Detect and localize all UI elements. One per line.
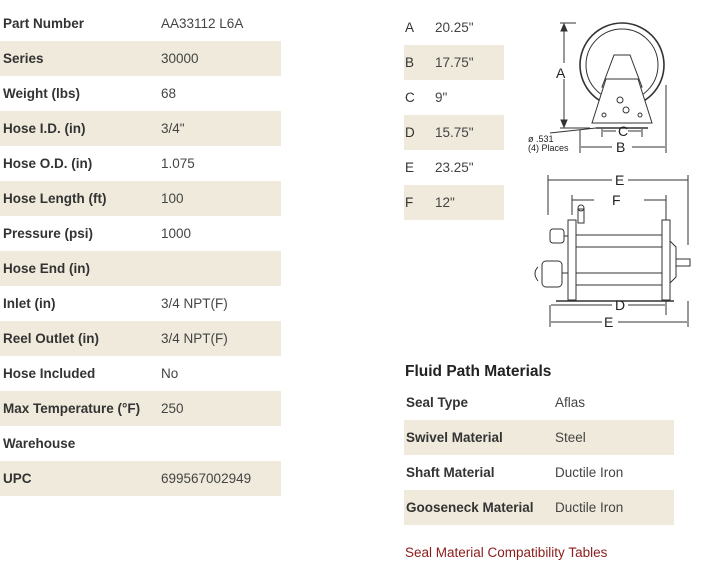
spec-row-upc: UPC 699567002949 (0, 461, 281, 496)
spec-row-reel-outlet: Reel Outlet (in) 3/4 NPT(F) (0, 321, 281, 356)
dimensions-table: A 20.25" B 17.75" C 9" D 15.75" E 23.25" F 12" (404, 10, 504, 220)
spec-label: Inlet (in) (3, 296, 56, 311)
spec-value: No (161, 366, 179, 381)
spec-row-hose-od: Hose O.D. (in) 1.075 (0, 146, 281, 181)
dim-value: 17.75" (435, 55, 474, 70)
spec-value: 1.075 (161, 156, 195, 171)
fluid-label: Seal Type (406, 395, 469, 410)
dim-row-a: A 20.25" (404, 10, 504, 45)
side-view (534, 175, 691, 327)
spec-label: UPC (3, 471, 32, 486)
dim-row-c: C 9" (404, 80, 504, 115)
label-a: A (556, 65, 566, 81)
spec-row-max-temperature: Max Temperature (°F) 250 (0, 391, 281, 426)
spec-label: Part Number (3, 16, 85, 31)
dim-value: 12" (435, 195, 455, 210)
spec-label: Hose O.D. (in) (3, 156, 93, 171)
spec-label: Reel Outlet (in) (3, 331, 100, 346)
fluid-row-seal-type: Seal Type Aflas (404, 385, 674, 420)
fluid-label: Gooseneck Material (406, 500, 534, 515)
dim-row-e: E 23.25" (404, 150, 504, 185)
spec-label: Series (3, 51, 44, 66)
spec-row-series: Series 30000 (0, 41, 281, 76)
spec-row-part-number: Part Number AA33112 L6A (0, 6, 281, 41)
fluid-value: Aflas (555, 395, 586, 410)
fluid-value: Ductile Iron (555, 465, 624, 480)
spec-row-inlet: Inlet (in) 3/4 NPT(F) (0, 286, 281, 321)
label-f: F (612, 192, 621, 208)
dim-row-d: D 15.75" (404, 115, 504, 150)
spec-value: 3/4 NPT(F) (161, 296, 228, 311)
fluid-label: Shaft Material (406, 465, 495, 480)
label-b: B (616, 139, 625, 155)
spec-value: 699567002949 (161, 471, 252, 486)
front-view (549, 22, 667, 153)
spec-value: 68 (161, 86, 177, 101)
fluid-value: Steel (555, 430, 586, 445)
spec-row-warehouse: Warehouse (0, 426, 281, 461)
spec-row-hose-end: Hose End (in) (0, 251, 281, 286)
spec-label: Hose I.D. (in) (3, 121, 86, 136)
dim-value: 15.75" (435, 125, 474, 140)
spec-label: Weight (lbs) (3, 86, 80, 101)
hole-note-diameter: ø .531 (528, 134, 554, 144)
spec-label: Hose Length (ft) (3, 191, 107, 206)
fluid-label: Swivel Material (406, 430, 503, 445)
dim-value: 20.25" (435, 20, 474, 35)
spec-row-hose-id: Hose I.D. (in) 3/4" (0, 111, 281, 146)
seal-material-compatibility-link[interactable]: Seal Material Compatibility Tables (405, 545, 608, 560)
fluid-path-materials-heading: Fluid Path Materials (405, 363, 552, 380)
fluid-row-swivel-material: Swivel Material Steel (404, 420, 674, 455)
spec-value: 3/4" (161, 121, 185, 136)
spec-label: Hose Included (3, 366, 96, 381)
fluid-path-materials-table: Seal Type Aflas Swivel Material Steel Shaf… (404, 385, 674, 525)
dim-letter: A (405, 20, 415, 35)
label-e-bottom: E (604, 314, 613, 330)
spec-value: 250 (161, 401, 184, 416)
spec-row-pressure: Pressure (psi) 1000 (0, 216, 281, 251)
spec-label: Warehouse (3, 436, 76, 451)
dim-letter: F (405, 195, 414, 210)
diagram-labels: A C B E F D E ø .531 (4) Places (528, 65, 628, 330)
dim-letter: C (405, 90, 415, 105)
dim-letter: D (405, 125, 415, 140)
spec-row-hose-included: Hose Included No (0, 356, 281, 391)
dim-value: 23.25" (435, 160, 474, 175)
dim-row-f: F 12" (404, 185, 504, 220)
spec-value: 1000 (161, 226, 192, 241)
dim-row-b: B 17.75" (404, 45, 504, 80)
hose-reel-dimension-diagram: A C B E F D E ø .531 (4) Places (528, 22, 691, 330)
spec-label: Hose End (in) (3, 261, 90, 276)
spec-value: 30000 (161, 51, 199, 66)
specifications-table: Part Number AA33112 L6A Series 30000 Weigh… (0, 6, 281, 496)
dim-letter: E (405, 160, 415, 175)
dim-letter: B (405, 55, 415, 70)
label-d: D (615, 297, 625, 313)
spec-row-hose-length: Hose Length (ft) 100 (0, 181, 281, 216)
dim-value: 9" (435, 90, 448, 105)
spec-value: 100 (161, 191, 184, 206)
spec-value: 3/4 NPT(F) (161, 331, 228, 346)
fluid-row-gooseneck-material: Gooseneck Material Ductile Iron (404, 490, 674, 525)
fluid-row-shaft-material: Shaft Material Ductile Iron (404, 455, 674, 490)
spec-label: Max Temperature (°F) (3, 401, 141, 416)
label-c: C (618, 123, 628, 139)
spec-row-weight: Weight (lbs) 68 (0, 76, 281, 111)
spec-value: AA33112 L6A (161, 16, 244, 31)
spec-label: Pressure (psi) (3, 226, 94, 241)
hole-note-places: (4) Places (528, 143, 569, 153)
fluid-value: Ductile Iron (555, 500, 624, 515)
label-e-top: E (615, 172, 624, 188)
